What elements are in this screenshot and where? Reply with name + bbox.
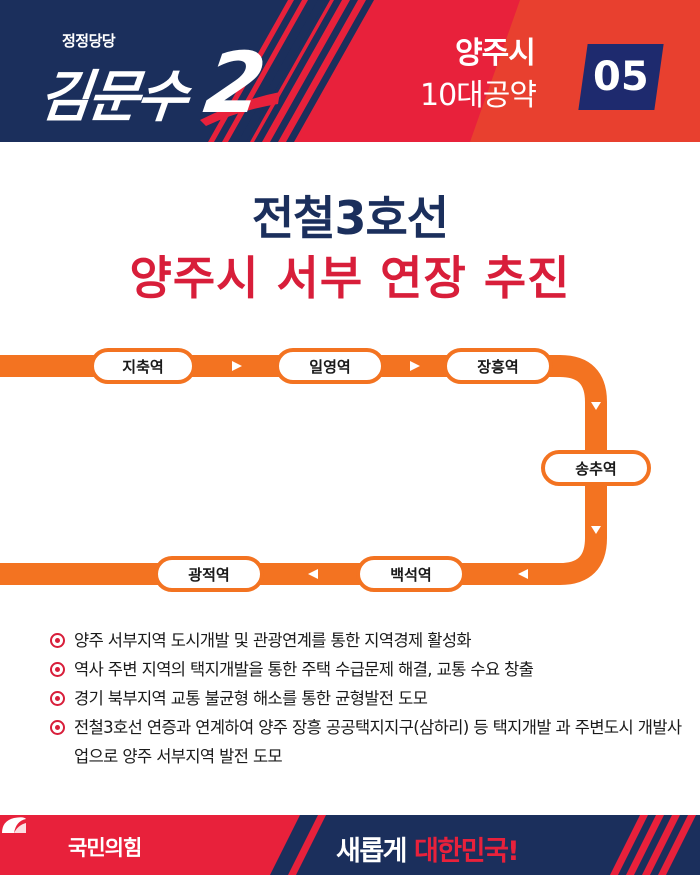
pledge-bullets: 양주 서부지역 도시개발 및 관광연계를 통한 지역경제 활성화 역사 주변 지… — [48, 626, 688, 771]
footer-background — [0, 815, 700, 875]
party-logo-icon — [2, 817, 26, 833]
title-line1: 전철3호선 — [251, 191, 449, 245]
slogan-red: 대한민국! — [413, 836, 520, 867]
arrow-down-icon — [591, 402, 601, 410]
title-line2: 양주시 서부 연장 추진 — [129, 251, 571, 305]
bullet-text: 경기 북부지역 교통 불균형 해소를 통한 균형발전 도모 — [74, 689, 428, 708]
header-banner: 정정당당 김문수 2 양주시 10대공약 05 — [0, 0, 700, 142]
bullet-icon — [50, 691, 65, 706]
station-gwangjeok: 광적역 — [154, 556, 264, 592]
station-songchu: 송추역 — [541, 450, 651, 486]
station-ilyeong: 일영역 — [275, 348, 385, 384]
bullet-text: 전철3호선 연증과 연계하여 양주 장흥 공공택지지구(삼하리) 등 택지개발 … — [74, 718, 682, 766]
station-janghung: 장흥역 — [443, 348, 553, 384]
party-name: 국민의힘 — [68, 836, 142, 860]
slogan-white: 새롭게 — [336, 836, 408, 867]
bullet-icon — [50, 720, 65, 735]
pledge-number-badge: 05 — [578, 44, 664, 110]
bullet-item: 양주 서부지역 도시개발 및 관광연계를 통한 지역경제 활성화 — [48, 626, 688, 655]
bullet-item: 역사 주변 지역의 택지개발을 통한 주택 수급문제 해결, 교통 수요 창출 — [48, 655, 688, 684]
bullet-icon — [50, 633, 65, 648]
arrow-down-icon — [591, 526, 601, 534]
bullet-item: 경기 북부지역 교통 불균형 해소를 통한 균형발전 도모 — [48, 684, 688, 713]
bullet-item: 전철3호선 연증과 연계하여 양주 장흥 공공택지지구(삼하리) 등 택지개발 … — [48, 713, 688, 771]
pledge-number: 05 — [593, 54, 649, 100]
arrow-right-icon — [232, 361, 242, 371]
station-baekseok: 백석역 — [356, 556, 466, 592]
bullet-icon — [50, 662, 65, 677]
bullet-text: 역사 주변 지역의 택지개발을 통한 주택 수급문제 해결, 교통 수요 창출 — [74, 660, 534, 679]
station-jichuk: 지축역 — [90, 348, 196, 384]
candidate-name: 김문수 — [36, 65, 189, 130]
arrow-right-icon — [410, 361, 420, 371]
arrow-left-icon — [518, 569, 528, 579]
slogan: 새롭게 대한민국! — [336, 829, 520, 868]
pledges-label: 10대공약 — [420, 78, 537, 113]
footer-banner: 국민의힘 새롭게 대한민국! — [0, 815, 700, 875]
arrow-left-icon — [308, 569, 318, 579]
region-label: 양주시 — [455, 36, 536, 71]
bullet-text: 양주 서부지역 도시개발 및 관광연계를 통한 지역경제 활성화 — [74, 631, 472, 650]
party-tagline: 정정당당 — [62, 32, 116, 50]
